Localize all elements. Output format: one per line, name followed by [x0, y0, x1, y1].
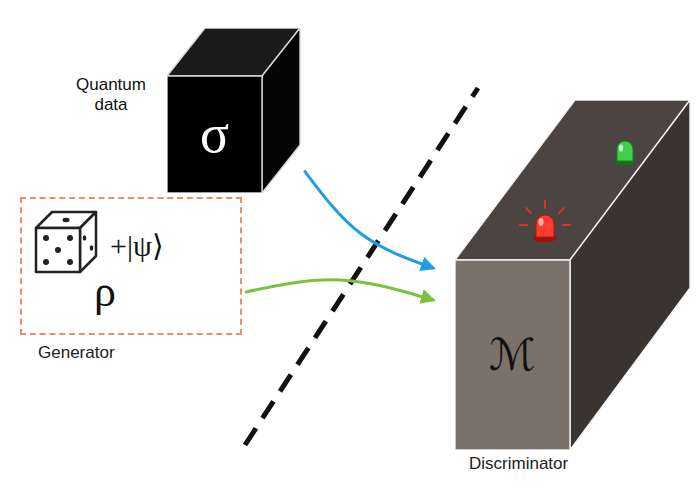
glow-ray [563, 224, 570, 226]
dice-dot [67, 259, 73, 265]
glow-ray [544, 201, 546, 208]
dice-icon [36, 212, 96, 272]
discriminator-box: ℳDiscriminator [455, 100, 692, 450]
dice-dot [55, 247, 61, 253]
green-light [614, 141, 636, 166]
light-shine [619, 144, 623, 151]
glow-ray [520, 224, 527, 226]
dice-dot [63, 218, 70, 222]
light-shine [539, 218, 544, 226]
ket-label: +|ψ⟩ [110, 229, 164, 264]
measurement-symbol: ℳ [455, 260, 570, 450]
flow-arrow [246, 280, 433, 300]
data-cube-shape [167, 28, 302, 193]
cube-side [262, 28, 300, 193]
flow-arrow [305, 172, 433, 268]
glow-ray [526, 208, 531, 213]
dice-dot [83, 235, 87, 241]
indicator-lights [455, 100, 692, 450]
glow-ray [559, 208, 564, 213]
box-front [455, 260, 570, 450]
state-symbol: ρ [94, 267, 116, 318]
dice-dot [67, 235, 73, 241]
cube-front [167, 76, 262, 193]
discriminator-label: Discriminator [469, 454, 568, 474]
dice-dot [43, 259, 49, 265]
discriminator-box-shape [455, 100, 692, 450]
light-bulb [536, 215, 554, 237]
dice-dot [43, 235, 49, 241]
light-bulb [617, 141, 633, 161]
generator-box: +|ψ⟩ρGenerator [20, 197, 242, 335]
red-light [520, 201, 570, 242]
data-cube: Quantum dataσ [167, 28, 302, 193]
state-symbol: σ [167, 76, 262, 193]
data-label: Quantum data [65, 75, 157, 114]
generator-label: Generator [38, 343, 115, 363]
box-side [570, 100, 690, 450]
dice-front [36, 228, 80, 272]
dice-side [80, 212, 96, 272]
dice-dot [90, 245, 94, 251]
